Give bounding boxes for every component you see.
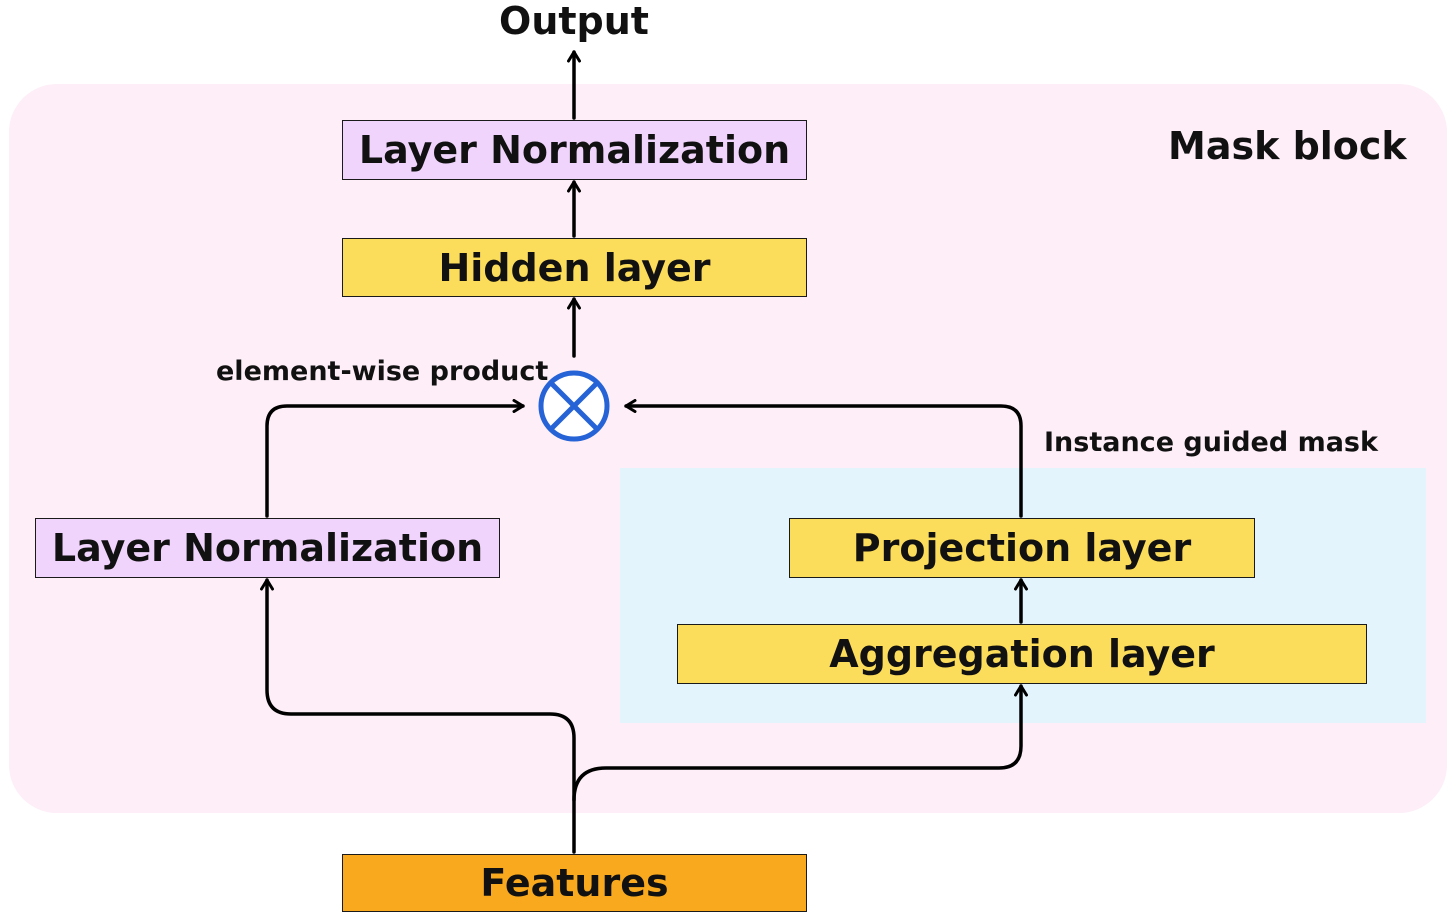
output-label: Output — [499, 0, 649, 43]
hidden-layer-box: Hidden layer — [342, 238, 807, 297]
arrow-features-to-aggregation — [572, 684, 1028, 802]
element-wise-product-label: element-wise product — [216, 356, 549, 387]
arrow-projection-to-product — [624, 399, 1023, 518]
top-layer-normalization-box: Layer Normalization — [342, 120, 807, 180]
circled-x-icon — [538, 370, 610, 442]
mask-block-label: Mask block — [1168, 124, 1407, 168]
aggregation-layer-box: Aggregation layer — [677, 624, 1367, 684]
arrow-features-to-left-norm — [260, 578, 576, 854]
instance-guided-mask-label: Instance guided mask — [1044, 427, 1378, 458]
features-box: Features — [342, 854, 807, 912]
projection-layer-box: Projection layer — [789, 518, 1255, 578]
left-layer-normalization-box: Layer Normalization — [35, 518, 500, 578]
arrow-left-norm-to-product — [265, 399, 525, 518]
